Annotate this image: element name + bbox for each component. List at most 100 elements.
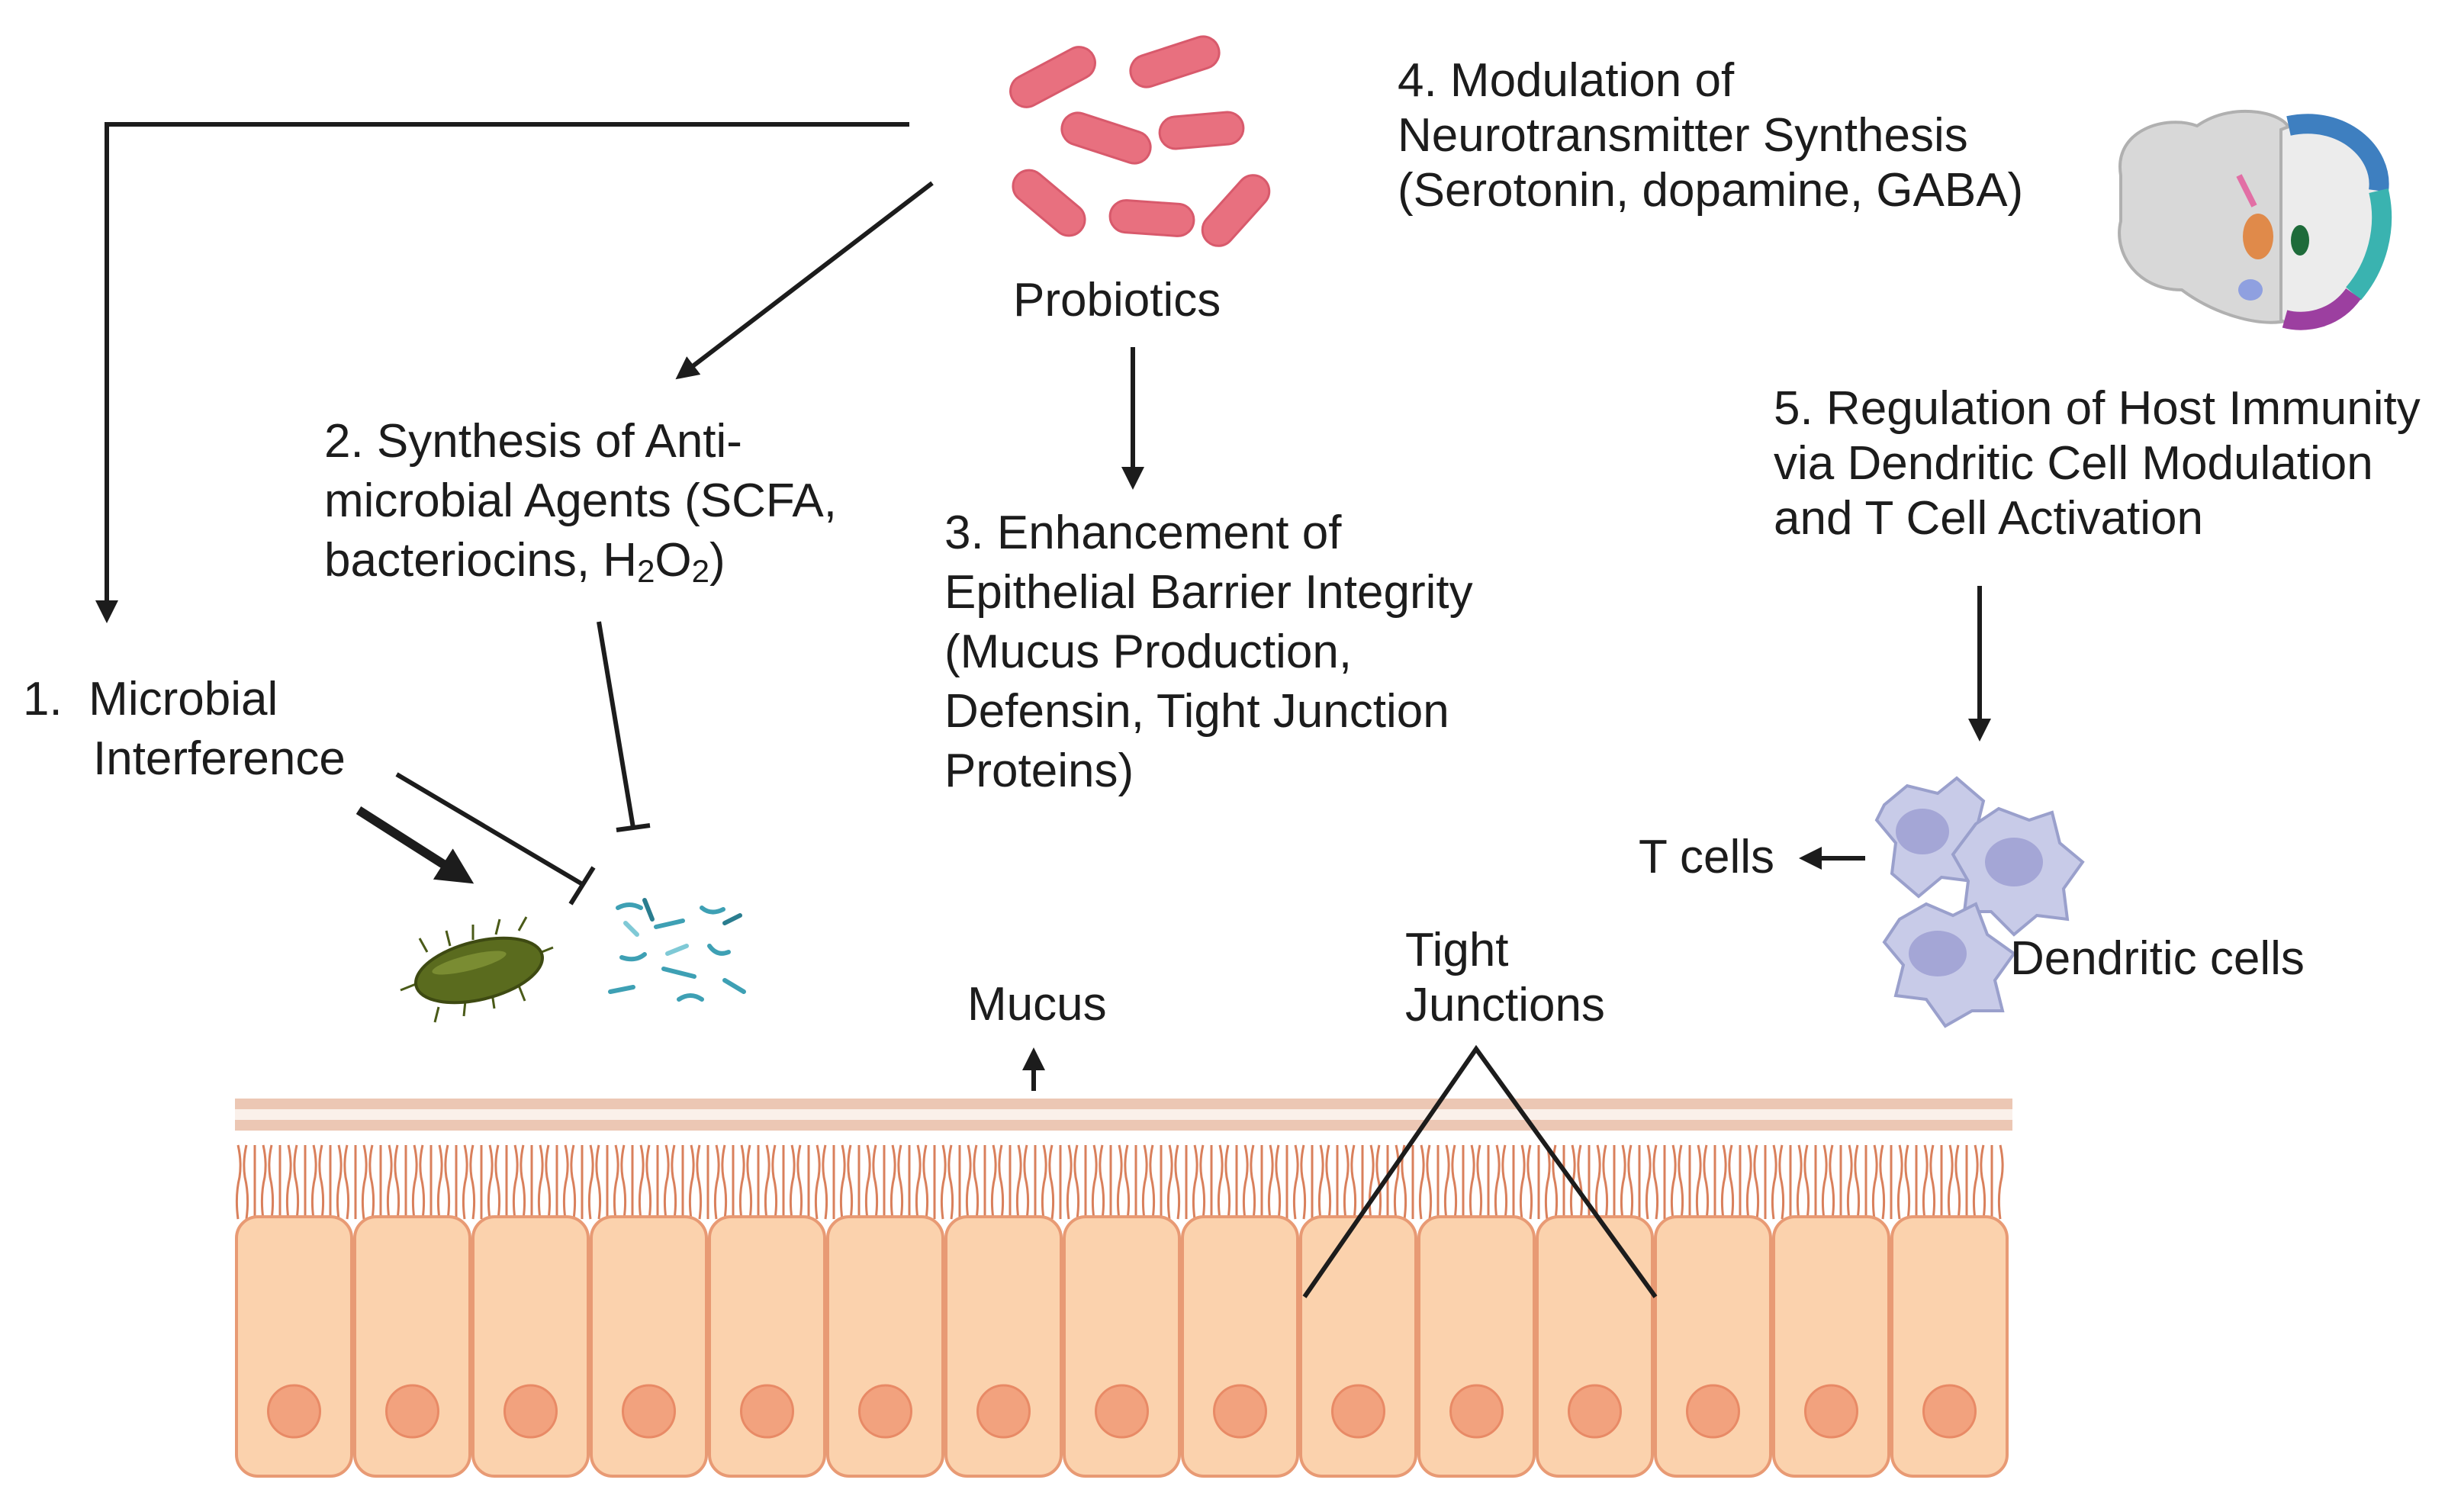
probiotics-icon xyxy=(1009,35,1271,247)
arrow-to-antimicrobial-agents xyxy=(675,181,934,380)
microvillus xyxy=(1829,1144,1835,1220)
microvillus xyxy=(1073,1144,1080,1220)
mechanism-3-line2: Epithelial Barrier Integrity xyxy=(944,566,1473,619)
microvillus xyxy=(1242,1144,1249,1220)
microvillus xyxy=(1896,1144,1903,1220)
cell-nucleus xyxy=(1568,1384,1622,1439)
microvillus xyxy=(940,1144,947,1220)
microvillus xyxy=(864,1144,871,1220)
microvillus xyxy=(1972,1144,1979,1220)
microvillus xyxy=(1166,1144,1173,1220)
microvillus xyxy=(469,1144,476,1220)
microvillus xyxy=(419,1144,426,1220)
microvillus xyxy=(436,1144,443,1220)
microvillus xyxy=(1317,1144,1324,1220)
microvillus xyxy=(1292,1144,1299,1220)
microvillus xyxy=(1577,1144,1584,1220)
microvillus xyxy=(587,1144,594,1220)
dendritic-cells-icon xyxy=(1874,776,2085,1028)
inhibition-line-1 xyxy=(395,772,585,887)
mechanism-2-line2: microbial Agents (SCFA, xyxy=(324,475,837,527)
microvillus xyxy=(1023,1144,1030,1220)
microvillus xyxy=(1821,1144,1828,1220)
microvillus xyxy=(310,1144,317,1220)
mechanism-1-number: 1. xyxy=(23,673,63,725)
microvillus xyxy=(1569,1144,1576,1220)
microvillus xyxy=(688,1144,695,1220)
epithelial-cell xyxy=(1772,1215,1890,1478)
tight-junctions-line1: Tight xyxy=(1405,924,1509,976)
microvillus xyxy=(1494,1144,1501,1220)
microvillus xyxy=(1526,1144,1533,1220)
microvillus xyxy=(1519,1144,1526,1220)
microvillus xyxy=(520,1144,526,1220)
pathogen-bacterium-icon xyxy=(400,916,554,1023)
cell-nucleus xyxy=(1686,1384,1740,1439)
tight-junctions-label: Tight Junctions xyxy=(1405,923,1605,1033)
cell-nucleus xyxy=(740,1384,794,1439)
microvillus xyxy=(1771,1144,1777,1220)
tight-junction-pointer xyxy=(1302,1044,1658,1298)
microvillus xyxy=(1368,1144,1375,1220)
dendritic-cells-label: Dendritic cells xyxy=(2010,932,2305,985)
microvillus xyxy=(368,1144,375,1220)
epithelial-cell xyxy=(471,1215,590,1478)
microvillus xyxy=(696,1144,703,1220)
microvillus xyxy=(1929,1144,1936,1220)
microvillus xyxy=(1753,1144,1760,1220)
cell-nucleus xyxy=(858,1384,912,1439)
mechanism-4-line3: (Serotonin, dopamine, GABA) xyxy=(1398,164,2024,217)
microvillus xyxy=(889,1144,896,1220)
microvillus xyxy=(1627,1144,1634,1220)
mechanism-5-line2: via Dendritic Cell Modulation xyxy=(1774,437,2373,490)
microvillus xyxy=(318,1144,325,1220)
microvillus xyxy=(1192,1144,1198,1220)
epithelial-cell xyxy=(1890,1215,2009,1478)
microvillus xyxy=(1602,1144,1609,1220)
brain-icon xyxy=(2118,109,2392,330)
epithelial-cell xyxy=(1181,1215,1299,1478)
microvillus xyxy=(1250,1144,1256,1220)
microvillus xyxy=(1695,1144,1702,1220)
microvillus xyxy=(1796,1144,1803,1220)
inhibition-line-2 xyxy=(597,621,635,828)
epithelial-cell xyxy=(708,1215,826,1478)
microvillus xyxy=(965,1144,972,1220)
microvillus xyxy=(1947,1144,1954,1220)
cell-nucleus xyxy=(622,1384,676,1439)
microvillus xyxy=(1124,1144,1131,1220)
mechanism-3: 3. Enhancement of Epithelial Barrier Int… xyxy=(944,503,1473,801)
microvillus xyxy=(260,1144,267,1220)
microvillus xyxy=(1224,1144,1231,1220)
microvillus xyxy=(990,1144,997,1220)
microvillus xyxy=(1670,1144,1677,1220)
microvillus xyxy=(1980,1144,1986,1220)
microvillus xyxy=(1728,1144,1735,1220)
cell-nucleus xyxy=(1213,1384,1267,1439)
microvillus xyxy=(1594,1144,1601,1220)
microvillus xyxy=(293,1144,300,1220)
epithelial-cell xyxy=(353,1215,471,1478)
microvillus xyxy=(1871,1144,1878,1220)
microvillus xyxy=(1720,1144,1727,1220)
cell-nucleus xyxy=(1095,1384,1149,1439)
microvillus xyxy=(570,1144,577,1220)
microvillus xyxy=(1451,1144,1458,1220)
microvillus xyxy=(671,1144,677,1220)
tight-junctions-line2: Junctions xyxy=(1405,979,1605,1031)
microvillus xyxy=(243,1144,249,1220)
microvillus xyxy=(595,1144,602,1220)
inhibition-bar-1 xyxy=(568,866,596,906)
microvillus xyxy=(444,1144,451,1220)
epithelial-cell xyxy=(235,1215,353,1478)
probiotics-label: Probiotics xyxy=(1013,274,1221,327)
epithelial-cell xyxy=(826,1215,944,1478)
microvillus xyxy=(1350,1144,1357,1220)
microvillus xyxy=(1375,1144,1382,1220)
mucus-label: Mucus xyxy=(967,978,1107,1031)
microvillus xyxy=(1803,1144,1810,1220)
microvillus xyxy=(343,1144,350,1220)
microvillus xyxy=(1300,1144,1307,1220)
microvillus xyxy=(1199,1144,1206,1220)
mechanism-5: 5. Regulation of Host Immunity via Dendr… xyxy=(1774,381,2421,546)
